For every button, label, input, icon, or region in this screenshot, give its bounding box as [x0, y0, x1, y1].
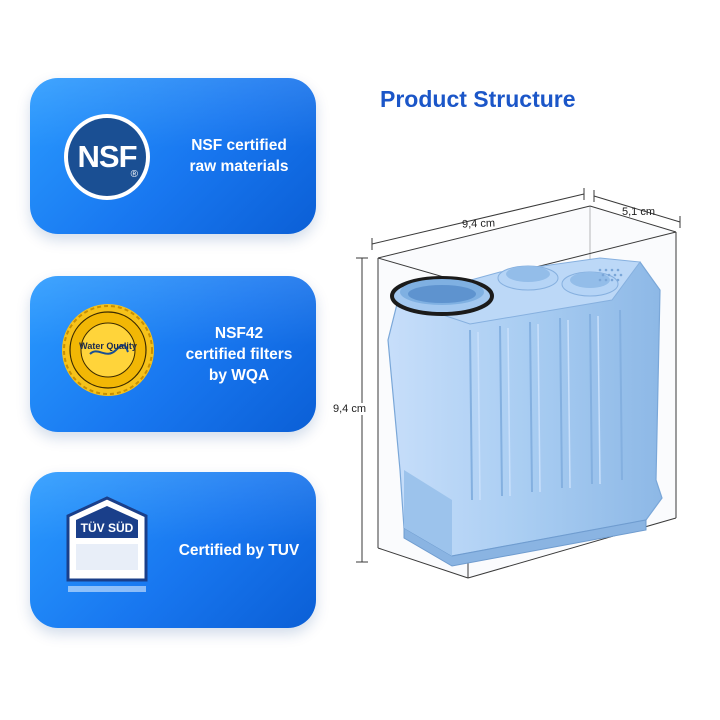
tuv-certification-icon: TÜV SÜD	[66, 496, 148, 592]
nsf-card-text: NSF certified raw materials	[189, 137, 289, 175]
nsf-logo-text: NSF	[77, 139, 138, 174]
wqa-card-text: NSF42 certified filters by WQA	[185, 324, 293, 384]
wqa-seal-icon: Water Quality	[62, 304, 154, 396]
wqa-card: Water Quality NSF42 certified filters by…	[30, 276, 316, 432]
width-dimension-label: 9,4 cm	[461, 217, 496, 231]
tuv-card: TÜV SÜD Certified by TUV	[30, 472, 316, 628]
height-dimension-label: 9,4 cm	[333, 403, 367, 415]
nsf-logo-icon: NSF ®	[64, 114, 150, 200]
section-title: Product Structure	[380, 86, 576, 112]
depth-dimension-label: 5,1 cm	[622, 206, 656, 218]
registered-mark: ®	[130, 169, 138, 180]
tuv-logo-text: TÜV SÜD	[81, 520, 134, 535]
tuv-card-text: Certified by TUV	[178, 541, 300, 559]
filter-cartridge	[387, 257, 663, 567]
wqa-seal-text: Water Quality	[79, 341, 137, 351]
nsf-card: NSF ® NSF certified raw materials	[30, 78, 316, 234]
